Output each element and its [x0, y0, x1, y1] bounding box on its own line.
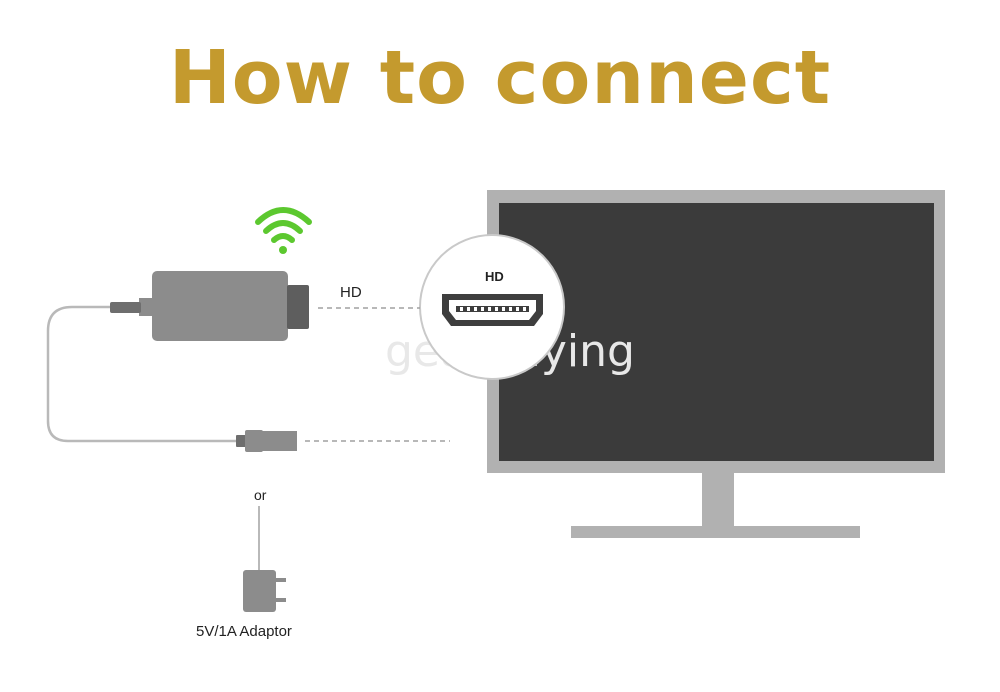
tv-screen: [499, 203, 934, 461]
usb-plug-icon: [236, 430, 297, 452]
hdmi-port-icon: [442, 294, 543, 326]
power-adaptor-icon: [243, 570, 286, 612]
hd-label: HD: [340, 284, 362, 301]
adaptor-label: 5V/1A Adaptor: [196, 623, 292, 640]
usb-cable-icon: [46, 305, 244, 443]
tv-stand-base: [571, 526, 860, 538]
hdmi-dongle-icon: [110, 271, 309, 341]
page-title: How to connect: [168, 35, 832, 121]
wifi-icon: [255, 207, 312, 254]
or-label: or: [254, 487, 267, 503]
hdmi-port-zoom: HD: [419, 234, 565, 380]
hdmi-port-badge: HD: [485, 269, 504, 284]
tv-stand-neck: [702, 472, 734, 528]
tv-icon: [487, 190, 945, 538]
